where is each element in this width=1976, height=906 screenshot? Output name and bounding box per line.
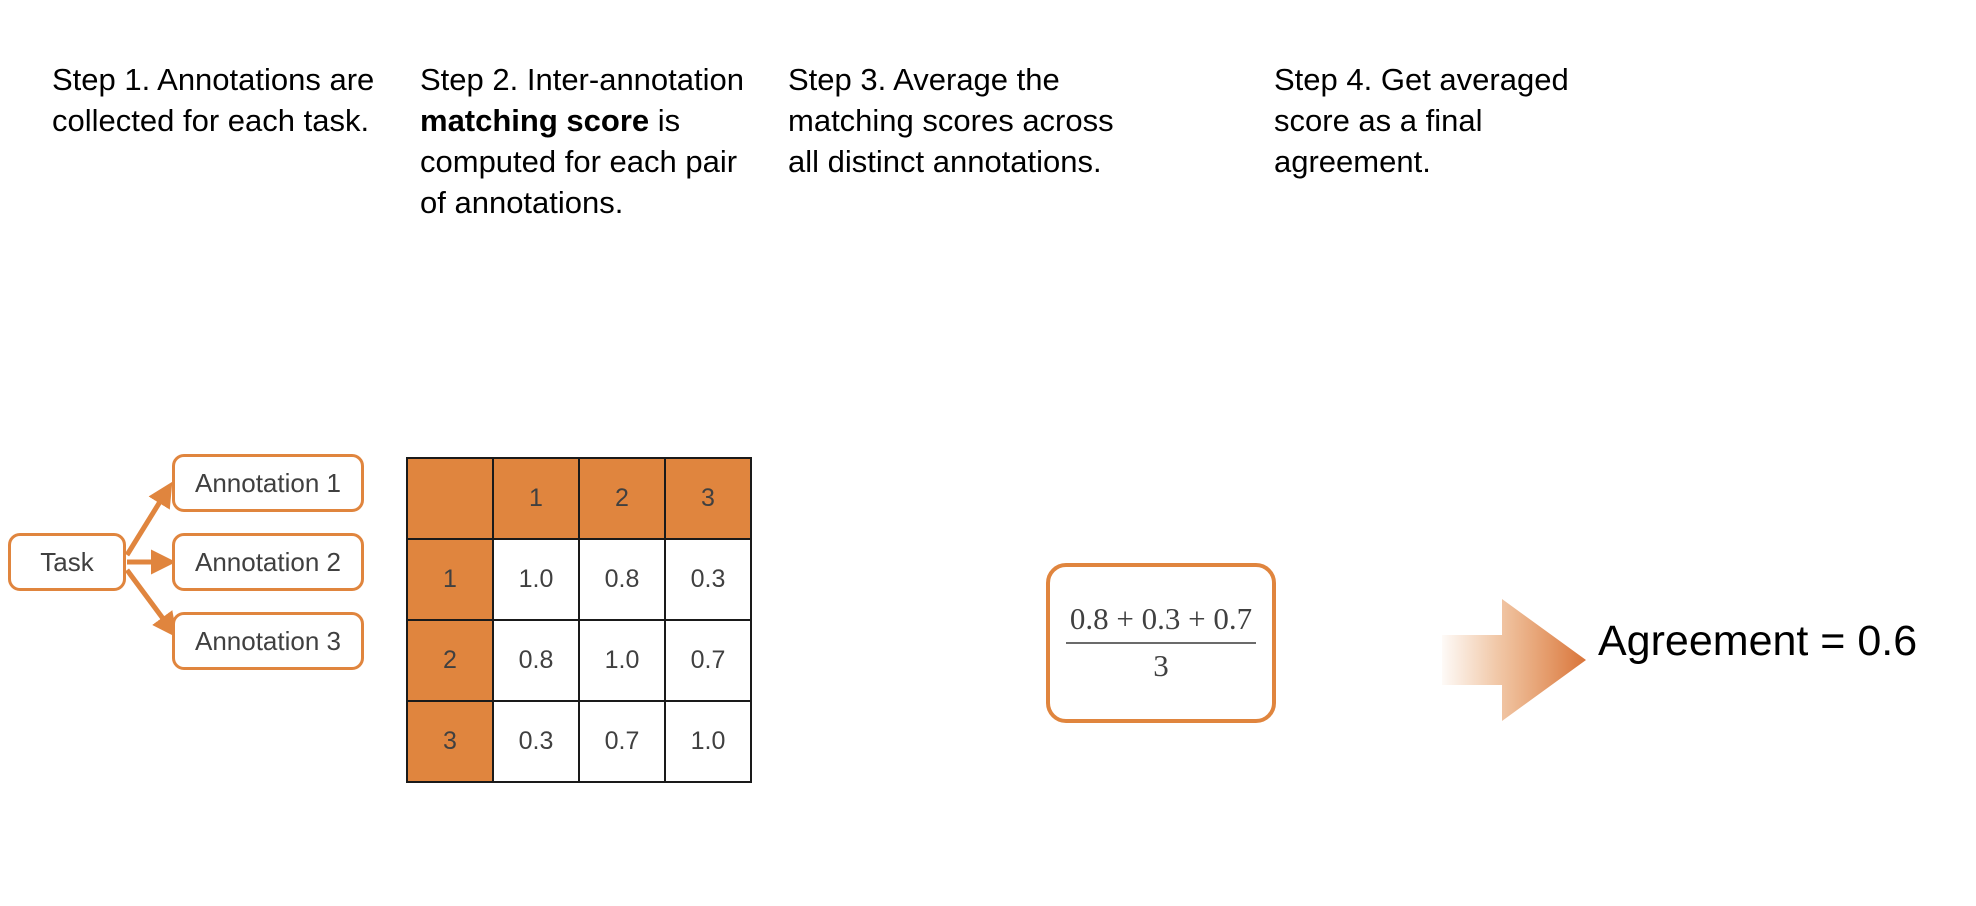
matrix-cell-2-1: 0.8 [492, 619, 580, 702]
matrix-row: 1 1.0 0.8 0.3 [406, 538, 752, 621]
step-2-text-after: is computed for each pair of annotations… [420, 102, 738, 220]
matrix-cell-2-2: 1.0 [578, 619, 666, 702]
matrix-cell-1-3: 0.3 [664, 538, 752, 621]
step-2-text-bold: matching score [420, 102, 650, 138]
average-formula-box: 0.8 + 0.3 + 0.7 3 [1046, 563, 1276, 723]
matrix-col-header-1: 1 [492, 457, 580, 540]
arrow-task-to-annotation-1 [124, 481, 173, 557]
matching-score-matrix: 1 2 3 1 1.0 0.8 0.3 2 0.8 1.0 0.7 3 0.3 … [406, 457, 752, 783]
fraction-bar [1065, 642, 1257, 644]
annotation-node-2[interactable]: Annotation 2 [172, 533, 364, 591]
flow-arrows [124, 481, 178, 638]
matrix-row: 2 0.8 1.0 0.7 [406, 619, 752, 702]
fraction-numerator: 0.8 + 0.3 + 0.7 [1069, 601, 1253, 637]
matrix-cell-3-3: 1.0 [664, 700, 752, 783]
fraction-denominator: 3 [1153, 648, 1169, 683]
matrix-col-header-3: 3 [664, 457, 752, 540]
matrix-row-header-1: 1 [406, 538, 494, 621]
step-2-description: Step 2. Inter-annotation matching score … [420, 60, 760, 224]
step-1-description: Step 1. Annotations are collected for ea… [52, 62, 375, 138]
step-4-description: Step 4. Get averaged score as a final ag… [1274, 62, 1569, 179]
step-3-description: Step 3. Average the matching scores acro… [788, 62, 1114, 179]
arrow-task-to-annotation-3 [124, 568, 178, 638]
agreement-result-label: Agreement = 0.6 [1598, 617, 1918, 665]
matrix-header-row: 1 2 3 [406, 457, 752, 540]
matrix-cell-3-1: 0.3 [492, 700, 580, 783]
matrix-cell-3-2: 0.7 [578, 700, 666, 783]
step-2-text-before: Step 2. Inter-annotation [420, 62, 745, 97]
annotation-node-3[interactable]: Annotation 3 [172, 612, 364, 670]
matrix-cell-1-1: 1.0 [492, 538, 580, 621]
right-arrow-icon [1442, 599, 1586, 721]
task-annotation-flow: Task Annotation 1 Annotation 2 Annotatio… [0, 430, 400, 710]
task-node[interactable]: Task [8, 533, 126, 591]
average-fraction: 0.8 + 0.3 + 0.7 3 [1064, 601, 1258, 684]
matrix-row-header-3: 3 [406, 700, 494, 783]
matrix-col-header-2: 2 [578, 457, 666, 540]
matrix-row-header-2: 2 [406, 619, 494, 702]
matrix-cell-2-3: 0.7 [664, 619, 752, 702]
matrix-cell-1-2: 0.8 [578, 538, 666, 621]
annotation-node-1[interactable]: Annotation 1 [172, 454, 364, 512]
matrix-row: 3 0.3 0.7 1.0 [406, 700, 752, 783]
matrix-corner-cell [406, 457, 494, 540]
